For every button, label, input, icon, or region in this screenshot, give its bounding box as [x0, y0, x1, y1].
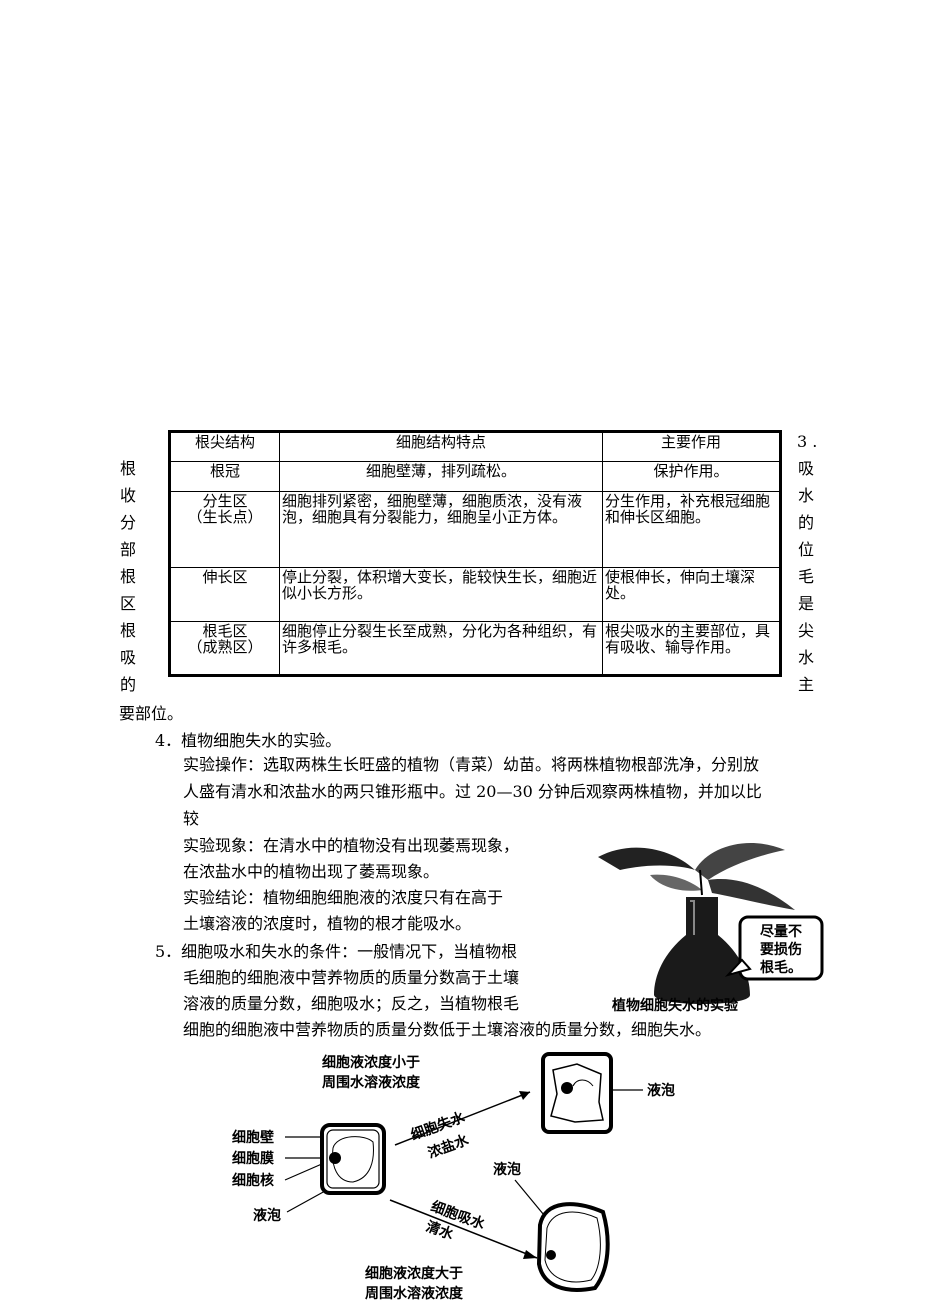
top-note-line: 周围水溶液浓度	[322, 1074, 421, 1091]
stem-line	[699, 869, 703, 896]
arrow-head	[523, 1250, 537, 1259]
shrunk-cell-nucleus	[561, 1082, 573, 1094]
table-row: 伸长区 停止分裂，体积增大变长，能较快生长，细胞近似小长方形。 使根伸长，伸向土…	[169, 567, 781, 622]
normal-cell-nucleus	[329, 1152, 341, 1164]
arrow-lose-line	[394, 1091, 531, 1146]
table-cell-name: 根毛区 （成熟区）	[169, 621, 280, 676]
vertical-char: 的	[797, 513, 814, 532]
section4-title: 4．植物细胞失水的实验。	[155, 731, 342, 750]
root-tip-table: 根尖结构 细胞结构特点 主要作用 根冠 细胞壁薄，排列疏松。 保护作用。 分生区…	[168, 430, 782, 677]
name-line: （生长点）	[187, 508, 263, 526]
vertical-char: 根	[119, 459, 136, 478]
flask-highlight	[690, 900, 695, 935]
section4-operation-line: 人盛有清水和浓盐水的两只锥形瓶中。过 20—30 分钟后观察两株植物，并加以比	[183, 782, 762, 801]
cell-diagram: 细胞液浓度小于 周围水溶液浓度 细胞液浓度大于 周围水溶液浓度 细胞壁 细胞膜 …	[225, 1050, 725, 1310]
vertical-char: 根	[119, 567, 136, 586]
leaf-shape	[598, 847, 695, 870]
vertical-char: 毛	[797, 567, 814, 586]
section5-line: 毛细胞的细胞液中营养物质的质量分数高于土壤	[183, 968, 520, 987]
section4-conclusion-line: 土壤溶液的浓度时，植物的根才能吸水。	[183, 914, 472, 933]
flask-shape	[654, 897, 750, 1004]
label-vacuole-right-bottom: 液泡	[493, 1161, 521, 1178]
leaf-shape	[708, 879, 795, 910]
vertical-char: 区	[119, 594, 136, 613]
vertical-char: 尖	[797, 621, 814, 640]
vertical-char: 的	[119, 675, 136, 694]
vertical-char: 是	[797, 594, 814, 613]
section4-operation-line: 较	[183, 809, 200, 828]
section4-conclusion-line: 实验结论：植物细胞细胞液的浓度只有在高于	[183, 888, 504, 907]
section5-line: 溶液的质量分数，细胞吸水；反之，当植物根毛	[183, 994, 520, 1013]
section-number: 3 .	[797, 432, 818, 451]
section4-operation-line: 实验操作：选取两株生长旺盛的植物（青菜）幼苗。将两株植物根部洗净，分别放	[183, 755, 760, 774]
vertical-char: 吸	[797, 459, 814, 478]
label-cell-wall: 细胞壁	[232, 1129, 274, 1146]
flask-illustration: 尽量不 要损伤 根毛。	[598, 842, 824, 1004]
table-cell-function: 使根伸长，伸向土壤深处。	[602, 567, 781, 622]
vertical-char: 收	[119, 486, 136, 505]
label-vacuole: 液泡	[253, 1207, 281, 1224]
section5-line: 5．细胞吸水和失水的条件：一般情况下，当植物根	[155, 942, 518, 961]
table-cell-function: 保护作用。	[602, 461, 781, 492]
arrow-gain-line	[389, 1199, 538, 1259]
vertical-char: 分	[119, 513, 136, 532]
table-cell-features: 细胞排列紧密，细胞壁薄，细胞质浓，没有液泡，细胞具有分裂能力，细胞呈小正方体。	[279, 491, 603, 568]
vertical-char: 位	[797, 540, 814, 559]
table-row: 根冠 细胞壁薄，排列疏松。 保护作用。	[169, 461, 781, 492]
cell-diagram-svg: 细胞液浓度小于 周围水溶液浓度 细胞液浓度大于 周围水溶液浓度 细胞壁 细胞膜 …	[232, 1052, 675, 1302]
table-cell-name: 分生区 （生长点）	[169, 491, 280, 568]
shrunk-cell-membrane	[550, 1063, 604, 1123]
leaf-shape	[650, 874, 702, 891]
section5-line: 细胞的细胞液中营养物质的质量分数低于土壤溶液的质量分数，细胞失水。	[183, 1020, 712, 1039]
label-vacuole-right-top: 液泡	[647, 1082, 675, 1099]
label-nucleus: 细胞核	[232, 1172, 274, 1189]
callout-line: 根毛。	[760, 959, 802, 976]
table-cell-function: 分生作用，补充根冠细胞和伸长区细胞。	[602, 491, 781, 568]
table-cell-features: 细胞壁薄，排列疏松。	[279, 461, 603, 492]
bottom-note-line: 细胞液浓度大于	[365, 1265, 463, 1282]
label-cell-membrane: 细胞膜	[232, 1150, 274, 1167]
section4-phenomenon-line: 实验现象：在清水中的植物没有出现萎焉现象，	[183, 836, 520, 855]
swollen-cell-membrane	[544, 1211, 601, 1283]
swollen-cell-nucleus	[546, 1250, 556, 1260]
section4-phenomenon-line: 在浓盐水中的植物出现了萎焉现象。	[183, 862, 440, 881]
table-row: 根毛区 （成熟区） 细胞停止分裂生长至成熟，分化为各种组织，有许多根毛。 根尖吸…	[169, 621, 781, 676]
table-cell-features: 细胞停止分裂生长至成熟，分化为各种组织，有许多根毛。	[279, 621, 603, 676]
table-header-cell: 根尖结构	[169, 431, 280, 462]
table-cell-name: 伸长区	[169, 567, 280, 622]
vertical-char: 吸	[119, 648, 136, 667]
table-header-cell: 主要作用	[602, 431, 781, 462]
name-line: 根毛区	[202, 622, 248, 640]
bottom-note-line: 周围水溶液浓度	[365, 1285, 464, 1302]
table-cell-name: 根冠	[169, 461, 280, 492]
top-note-line: 细胞液浓度小于	[322, 1054, 420, 1071]
flask-caption: 植物细胞失水的实验	[612, 998, 738, 1014]
vertical-char: 主	[797, 675, 814, 694]
table-header-row: 根尖结构 细胞结构特点 主要作用	[169, 431, 781, 462]
name-line: 分生区	[202, 492, 248, 510]
section3-tail: 要部位。	[119, 704, 184, 723]
table-cell-features: 停止分裂，体积增大变长，能较快生长，细胞近似小长方形。	[279, 567, 603, 622]
name-line: （成熟区）	[187, 638, 263, 656]
vertical-char: 水	[797, 486, 814, 505]
table-header-cell: 细胞结构特点	[279, 431, 603, 462]
arrow-head	[519, 1091, 530, 1100]
table-row: 分生区 （生长点） 细胞排列紧密，细胞壁薄，细胞质浓，没有液泡，细胞具有分裂能力…	[169, 491, 781, 568]
table-cell-function: 根尖吸水的主要部位，具有吸收、输导作用。	[602, 621, 781, 676]
flask-figure: 尽量不 要损伤 根毛。	[590, 835, 830, 1020]
vertical-char: 根	[119, 621, 136, 640]
callout-line: 尽量不	[760, 924, 802, 940]
callout-pointer	[724, 958, 752, 977]
vertical-char: 水	[797, 648, 814, 667]
shrunk-cell-detail	[572, 1079, 594, 1087]
callout-line: 要损伤	[760, 941, 802, 958]
vertical-char: 部	[119, 540, 136, 559]
callout-box	[738, 915, 824, 981]
leaf-shape	[695, 842, 785, 880]
normal-cell-vacuole	[332, 1136, 374, 1183]
